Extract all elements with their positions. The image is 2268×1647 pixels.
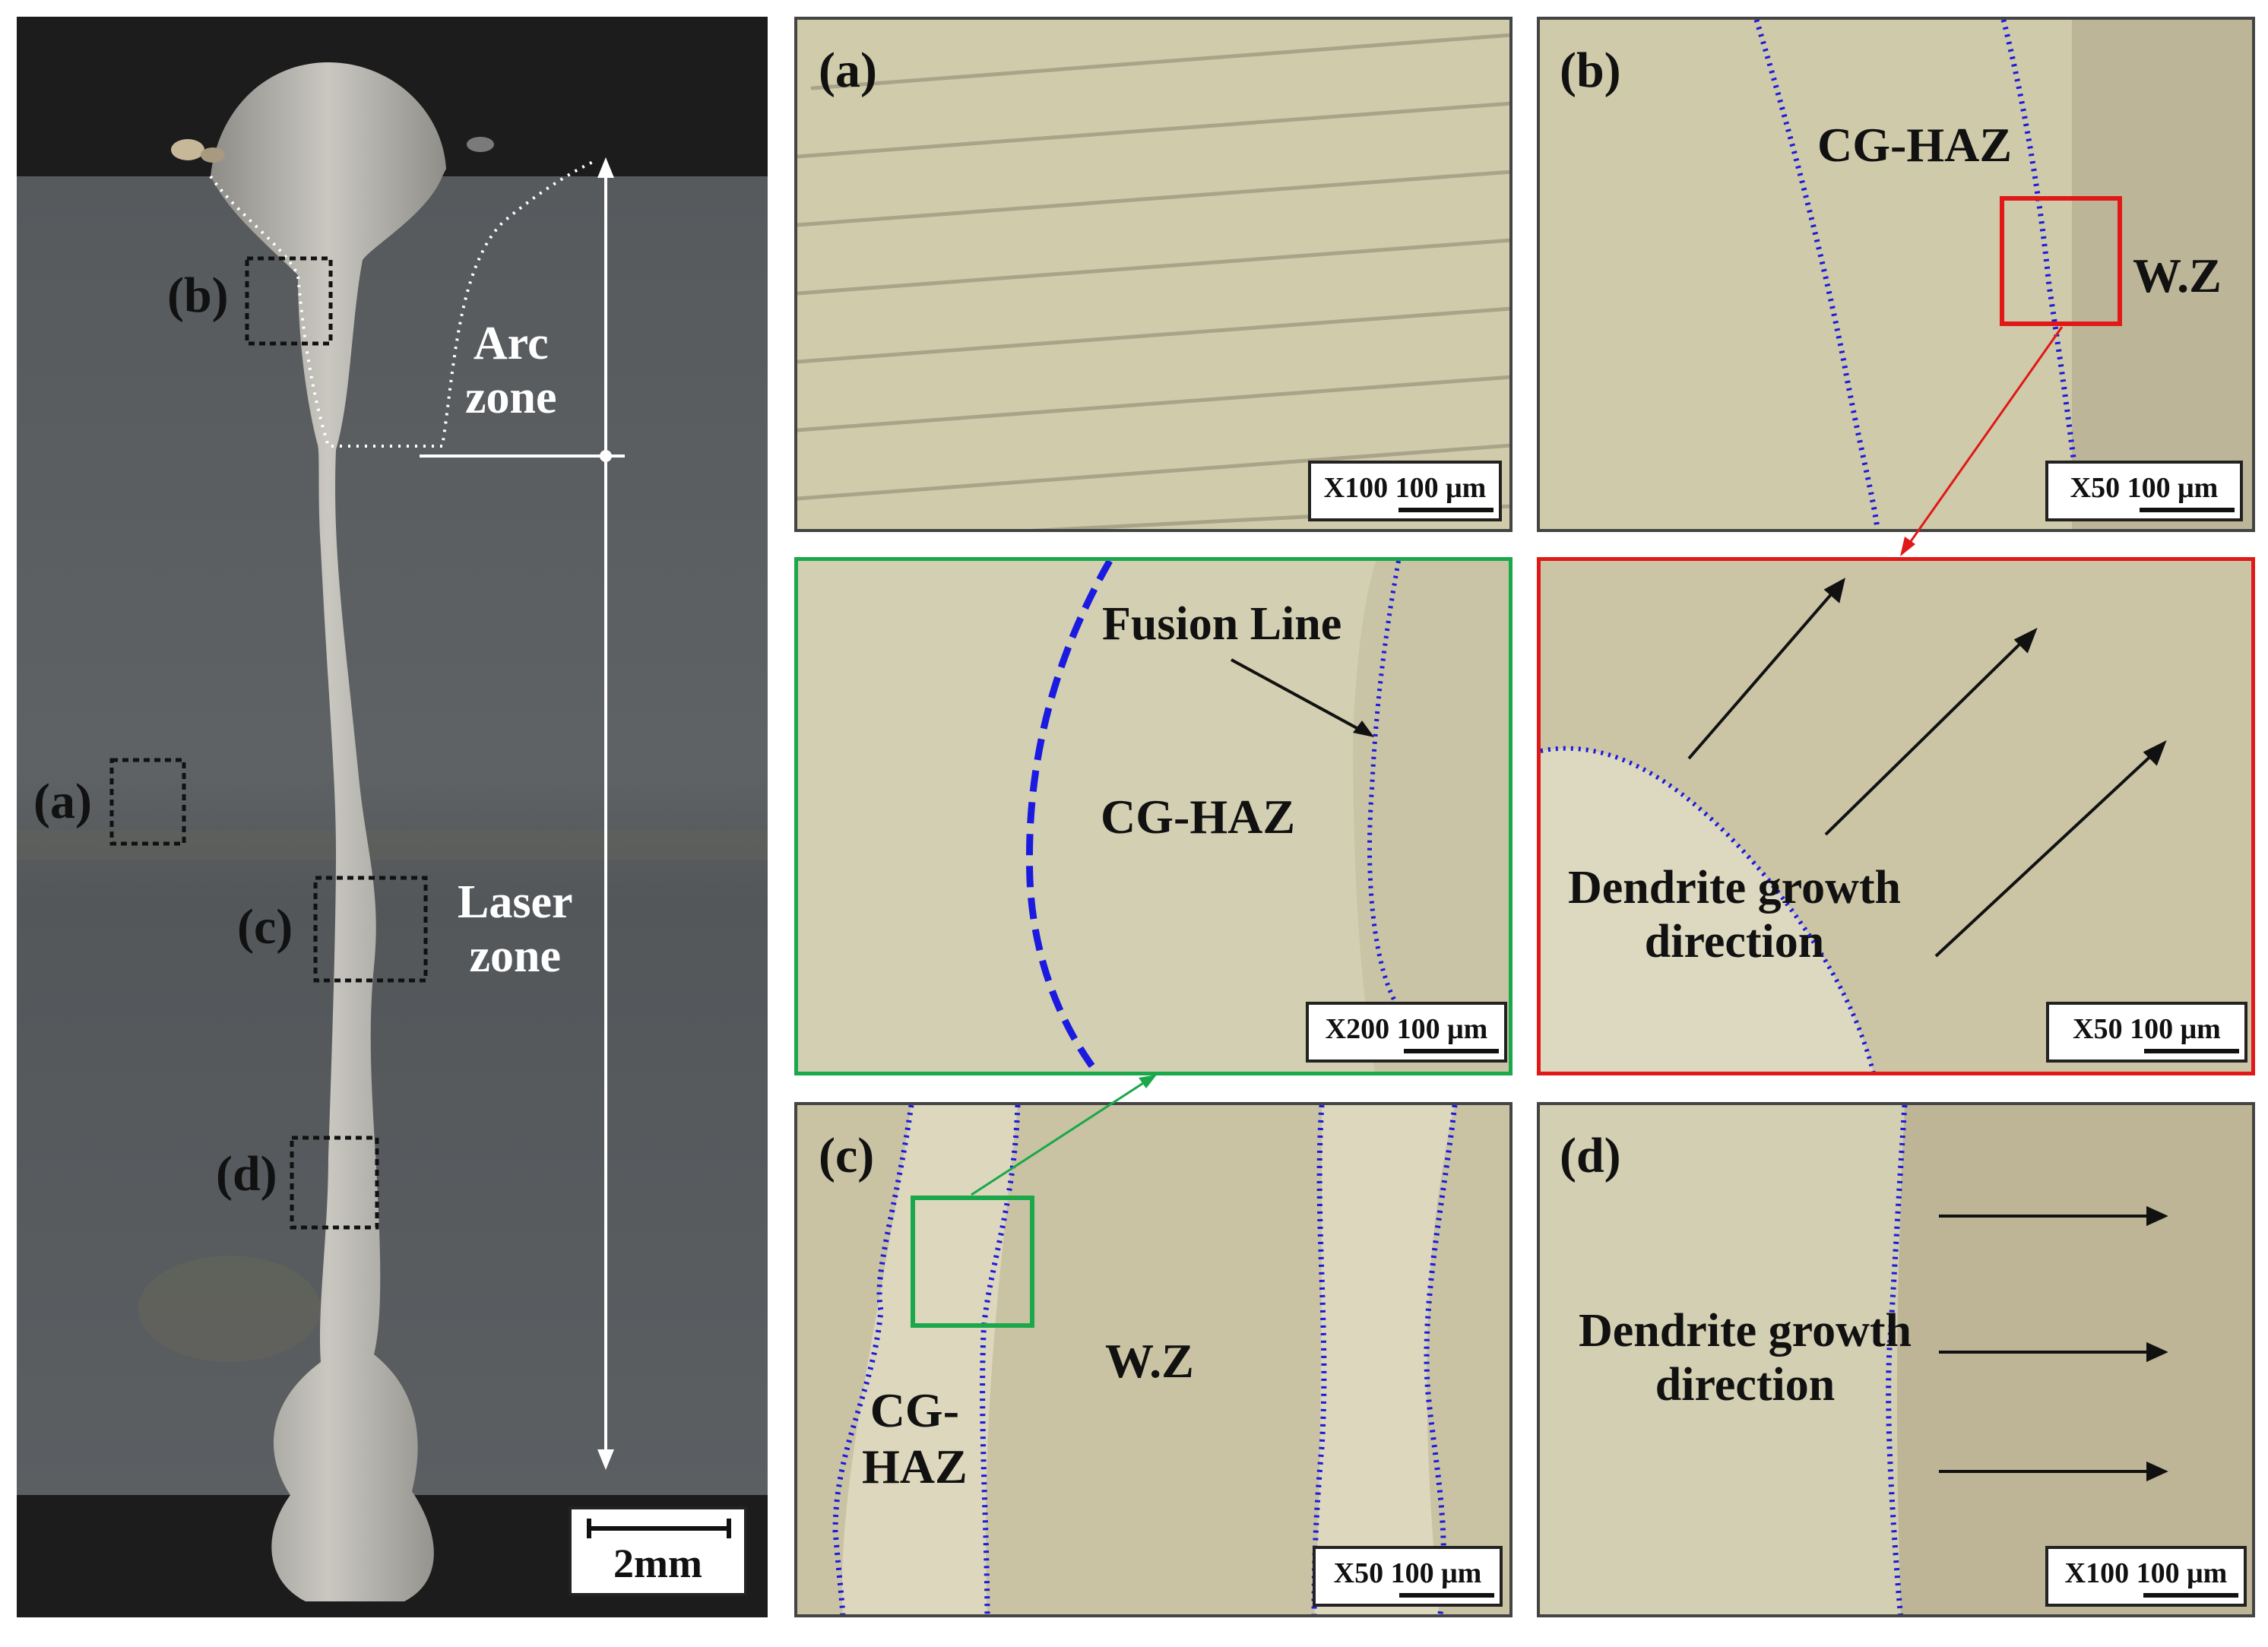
dendrite-scale-bar: X50 100 μm xyxy=(2046,1002,2247,1063)
fusion-cg-haz-label: CG-HAZ xyxy=(1101,790,1295,844)
fusion-line-label: Fusion Line xyxy=(1102,598,1342,650)
micrograph-c: (c) CG-HAZ W.Z X50 100 μm xyxy=(794,1102,1513,1617)
micrograph-dendrite-drawing xyxy=(1541,578,2167,1072)
fusion-line-boundary xyxy=(1367,561,1408,1019)
panel-d-label: (d) xyxy=(1560,1128,1621,1183)
macro-label-c: (c) xyxy=(237,899,293,955)
panel-b-cg-haz: CG-HAZ xyxy=(1817,118,2012,172)
panel-b-label: (b) xyxy=(1560,43,1621,98)
macro-label-d: (d) xyxy=(216,1146,277,1202)
weld-bead xyxy=(211,62,446,1601)
cg-haz-boundary-right xyxy=(2000,20,2083,507)
highlight-box-c xyxy=(911,1196,1034,1328)
micrograph-a-texture xyxy=(797,33,1509,529)
panel-b-wz: W.Z xyxy=(2133,249,2222,302)
fusion-boundary-red-panel xyxy=(1541,746,1876,1072)
micrograph-b-drawing xyxy=(1753,20,2252,529)
c-boundary-4 xyxy=(1424,1105,1458,1614)
panel-c-cg-haz: CG-HAZ xyxy=(862,1383,968,1493)
macro-scale-bar: 2mm xyxy=(569,1506,747,1596)
panel-a-scale-bar: X100 100 μm xyxy=(1308,461,1502,521)
cg-haz-boundary-left xyxy=(1753,20,1880,529)
d-boundary xyxy=(1886,1105,1908,1614)
fusion-scale-bar: X200 100 μm xyxy=(1306,1002,1507,1063)
macro-label-a: (a) xyxy=(33,774,92,829)
micrograph-fusion-drawing xyxy=(1026,561,1509,1072)
region-box-a xyxy=(109,758,186,846)
panel-c-wz: W.Z xyxy=(1105,1334,1194,1388)
micrograph-d-drawing xyxy=(1886,1105,2252,1614)
micrograph-c-drawing xyxy=(832,1105,1458,1614)
micrograph-fusion-line: Fusion Line CG-HAZ X200 100 μm xyxy=(794,557,1513,1075)
region-box-c xyxy=(313,876,428,983)
micrograph-a: (a) X100 100 μm xyxy=(794,17,1513,532)
fusion-line-arrow xyxy=(1231,658,1369,736)
macro-drawing xyxy=(17,62,768,1601)
panel-d-scale-bar: X100 100 μm xyxy=(2045,1546,2247,1607)
highlight-box-b xyxy=(2000,196,2122,326)
macro-label-b: (b) xyxy=(167,268,229,323)
panel-b-scale-bar: X50 100 μm xyxy=(2045,461,2243,521)
panel-a-label: (a) xyxy=(819,43,877,98)
base-metal-plate xyxy=(17,176,768,1495)
cg-haz-boundary-dashed xyxy=(1026,561,1113,1072)
panel-c-scale-bar: X50 100 μm xyxy=(1313,1546,1503,1607)
c-boundary-3 xyxy=(1311,1105,1327,1614)
panel-c-label: (c) xyxy=(819,1128,875,1183)
region-box-d xyxy=(290,1135,379,1230)
micrograph-b: (b) CG-HAZ W.Z X50 100 μm xyxy=(1537,17,2255,532)
